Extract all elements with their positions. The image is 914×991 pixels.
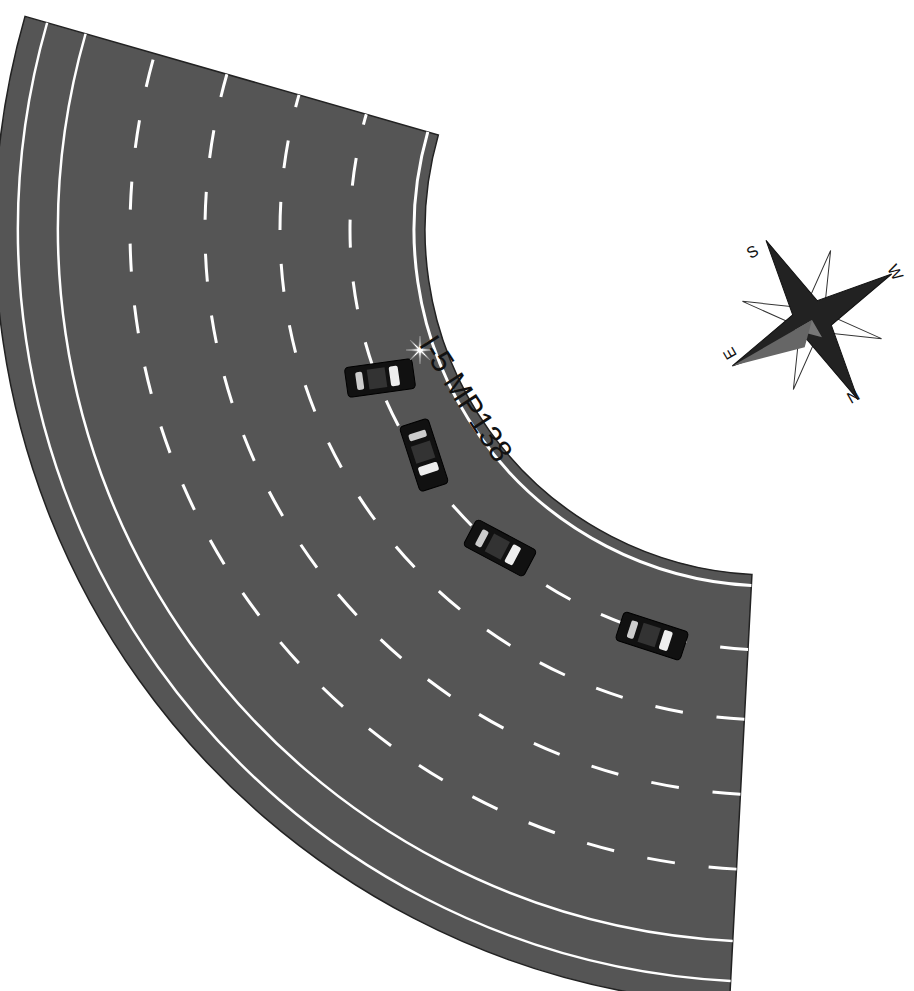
car	[615, 611, 689, 661]
car-windshield	[658, 630, 673, 652]
car-body	[463, 519, 537, 577]
car-rear-window	[626, 620, 638, 639]
car-rear-window	[355, 371, 364, 390]
lane-dash	[205, 74, 740, 794]
car-rear-window	[475, 529, 490, 548]
car-roof	[367, 367, 388, 389]
car-windshield	[389, 365, 401, 386]
car-roof	[485, 534, 510, 560]
edge-line	[58, 34, 733, 941]
car-rear-window	[408, 429, 427, 441]
edge-line	[18, 23, 731, 981]
car-body	[399, 418, 449, 492]
lane-dash	[130, 54, 737, 870]
compass-letter: S	[744, 243, 761, 262]
car-windshield	[418, 461, 440, 476]
car-roof	[411, 440, 436, 463]
compass-rose	[686, 194, 914, 445]
car	[463, 519, 537, 577]
compass-letter: W	[884, 262, 905, 283]
compass-shade	[732, 320, 822, 383]
car-body	[344, 358, 416, 397]
compass-letter: E	[721, 345, 740, 362]
compass-major-points	[686, 194, 914, 445]
road-surface	[0, 16, 752, 991]
road	[0, 16, 752, 991]
car	[399, 418, 449, 492]
car-roof	[637, 623, 660, 648]
compass-letter: N	[844, 386, 862, 406]
lane-dash	[280, 95, 744, 719]
car-body	[615, 611, 689, 661]
car	[344, 358, 416, 397]
compass-shade	[732, 320, 822, 383]
